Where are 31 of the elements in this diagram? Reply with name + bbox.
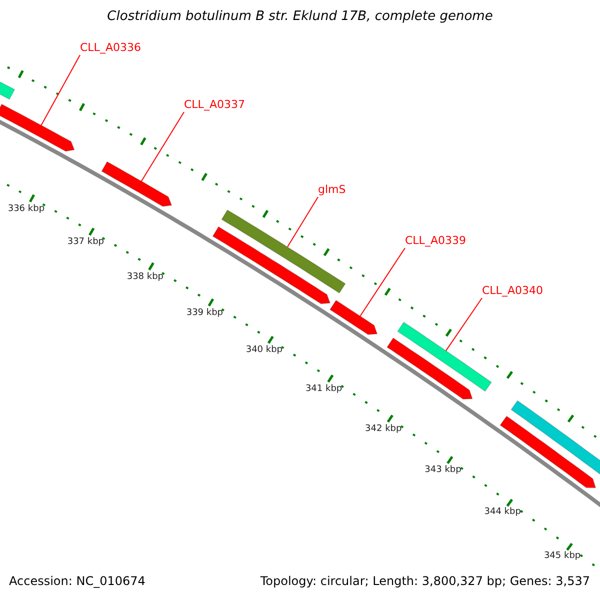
gene-label: glmS xyxy=(318,183,346,197)
leader-line xyxy=(359,248,406,317)
gene-bar xyxy=(396,322,492,392)
gene-label: CLL_A0339 xyxy=(405,234,466,248)
scale-label: 341 kbp xyxy=(304,382,344,395)
gene-feature xyxy=(101,161,172,207)
title: Clostridium botulinum B str. Eklund 17B, complete genome xyxy=(106,9,494,24)
scale-label: 342 kbp xyxy=(364,422,403,434)
scale-label: 338 kbp xyxy=(126,270,165,283)
scale-label: 343 kbp xyxy=(424,464,462,476)
leader-line xyxy=(287,196,318,248)
gene-bar xyxy=(221,209,346,294)
genome-info-text: Topology: circular; Length: 3,800,327 bp; Genes: 3,537 xyxy=(260,574,590,588)
scale-label: 337 kbp xyxy=(66,236,106,248)
scale-label: 339 kbp xyxy=(185,306,224,319)
gene-label: CLL_A0337 xyxy=(184,98,245,112)
gene-feature xyxy=(386,337,473,400)
scale-label: 344 kbp xyxy=(483,506,522,518)
accession-text: Accession: NC_010674 xyxy=(9,574,146,588)
gene-label: CLL_A0340 xyxy=(482,284,543,298)
leader-line xyxy=(140,112,184,182)
scale-label: 336 kbp xyxy=(6,202,46,215)
gene-label: CLL_A0336 xyxy=(80,41,141,55)
gene-feature xyxy=(0,104,75,152)
gene-feature xyxy=(500,416,596,488)
gene-feature xyxy=(329,300,378,335)
scale-label: 340 kbp xyxy=(244,344,284,356)
leader-line xyxy=(40,54,80,126)
scale-label: 345 kbp xyxy=(542,550,582,562)
leader-line xyxy=(445,298,482,352)
gene-feature xyxy=(212,226,331,304)
